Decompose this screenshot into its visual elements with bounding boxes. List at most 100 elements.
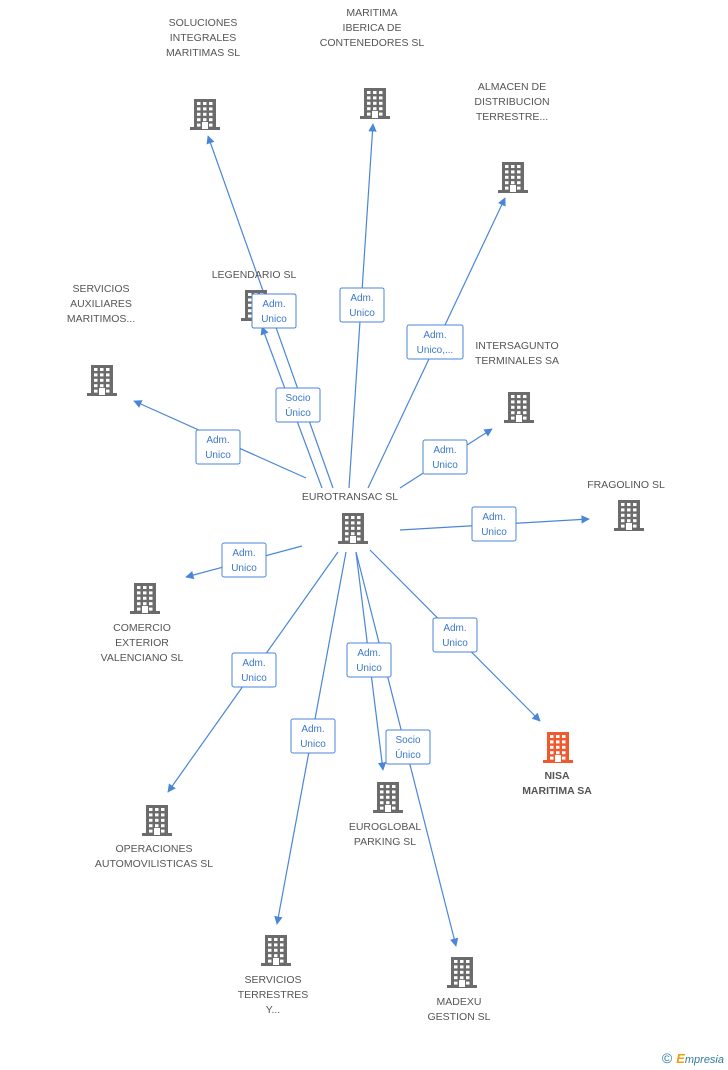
building-window <box>505 170 509 174</box>
euroglobal-building-icon[interactable] <box>373 782 403 813</box>
building-window <box>357 516 361 519</box>
building-window <box>460 976 464 980</box>
building-window <box>161 824 165 828</box>
servicios-aux-label: MARITIMOS... <box>67 313 135 325</box>
brand-logo[interactable]: Empresia <box>676 1051 724 1066</box>
building-window <box>106 368 110 371</box>
building-window <box>511 175 515 179</box>
servicios-terr-building-icon[interactable] <box>261 935 291 966</box>
building-window <box>523 400 527 404</box>
building-door <box>372 111 378 118</box>
building-window <box>209 112 213 116</box>
building-window <box>517 186 521 190</box>
edge-label-operaciones[interactable]: Adm.Unico <box>231 652 277 688</box>
edge-label-text: Adm. <box>433 445 456 456</box>
building-window <box>268 938 272 941</box>
building-window <box>268 943 272 947</box>
building-window <box>345 516 349 519</box>
building-window <box>155 824 159 828</box>
building-window <box>379 91 383 94</box>
madexu-building-icon[interactable] <box>447 957 477 988</box>
brand-initial: E <box>676 1050 685 1066</box>
building-window <box>386 801 390 805</box>
edge-label-text: Único <box>285 406 311 419</box>
building-window <box>466 976 470 980</box>
building-window <box>454 970 458 974</box>
nisa-label: MARITIMA SA <box>522 785 592 797</box>
edge-label-text: Adm. <box>482 512 505 523</box>
building-window <box>137 602 141 606</box>
building-window <box>106 389 110 393</box>
building-window <box>203 118 207 122</box>
edge-label-nisa[interactable]: Adm.Unico <box>432 617 478 653</box>
soluciones-building-icon[interactable] <box>190 99 220 130</box>
nisa-building-icon[interactable] <box>543 732 573 763</box>
building-window <box>466 960 470 963</box>
building-window <box>367 96 371 100</box>
building-window <box>345 532 349 536</box>
building-window <box>511 400 515 404</box>
edge-label-text: Unico <box>349 308 375 319</box>
building-window <box>392 795 396 799</box>
building-window <box>505 165 509 168</box>
center-building-icon[interactable] <box>338 513 368 544</box>
edge-label-almacen[interactable]: Adm.Unico,... <box>406 324 464 360</box>
maritima-iberica-building-icon[interactable] <box>360 88 390 119</box>
building-window <box>209 107 213 111</box>
building-window <box>161 813 165 817</box>
edge-label-intersagunto[interactable]: Adm. Unico <box>422 439 468 475</box>
building-window <box>197 102 201 105</box>
edge-label-text: Único <box>395 748 421 761</box>
servicios-terr-label: TERRESTRES <box>238 989 309 1001</box>
building-window <box>203 107 207 111</box>
operaciones-building-icon[interactable] <box>142 805 172 836</box>
building-window <box>143 591 147 595</box>
building-window <box>197 118 201 122</box>
building-door <box>516 415 522 422</box>
servicios-aux-building-icon[interactable] <box>87 365 117 396</box>
building-window <box>633 503 637 506</box>
comercio-building-icon[interactable] <box>130 583 160 614</box>
soluciones-label: SOLUCIONES <box>169 17 238 29</box>
edge-label-euroglobal[interactable]: Adm.Unico <box>346 642 392 678</box>
edge-label-servicios_aux[interactable]: Adm.Unico <box>195 429 241 465</box>
edge-label-text: Unico <box>432 460 458 471</box>
building-window <box>106 384 110 388</box>
building-window <box>94 389 98 393</box>
building-window <box>550 751 554 755</box>
edge-label-maritima_iberica[interactable]: Adm.Unico <box>339 287 385 323</box>
building-window <box>203 102 207 105</box>
edge-label-servicios_terr[interactable]: Adm.Unico <box>290 718 336 754</box>
building-window <box>460 970 464 974</box>
edge-label-comercio[interactable]: Adm.Unico <box>221 542 267 578</box>
building-window <box>274 948 278 952</box>
fragolino-building-icon[interactable] <box>614 500 644 531</box>
building-window <box>100 368 104 371</box>
almacen-building-icon[interactable] <box>498 162 528 193</box>
building-window <box>143 596 147 600</box>
building-window <box>209 102 213 105</box>
edge-label-extra-legendario[interactable]: Adm.Unico <box>251 293 297 329</box>
building-window <box>248 298 252 302</box>
intersagunto-building-icon[interactable] <box>504 392 534 423</box>
building-window <box>149 818 153 822</box>
building-window <box>197 123 201 127</box>
building-window <box>562 756 566 760</box>
building-window <box>511 181 515 185</box>
edge-label-box <box>385 729 431 765</box>
edge-label-box <box>251 293 297 329</box>
building-window <box>155 813 159 817</box>
edge-label-fragolino[interactable]: Adm.Unico <box>471 506 517 542</box>
building-window <box>274 954 278 958</box>
building-window <box>454 976 458 980</box>
building-window <box>373 96 377 100</box>
building-window <box>345 537 349 541</box>
building-window <box>357 537 361 541</box>
building-window <box>621 513 625 517</box>
building-window <box>380 785 384 788</box>
building-door <box>273 958 279 965</box>
soluciones-label: MARITIMAS SL <box>166 47 240 59</box>
